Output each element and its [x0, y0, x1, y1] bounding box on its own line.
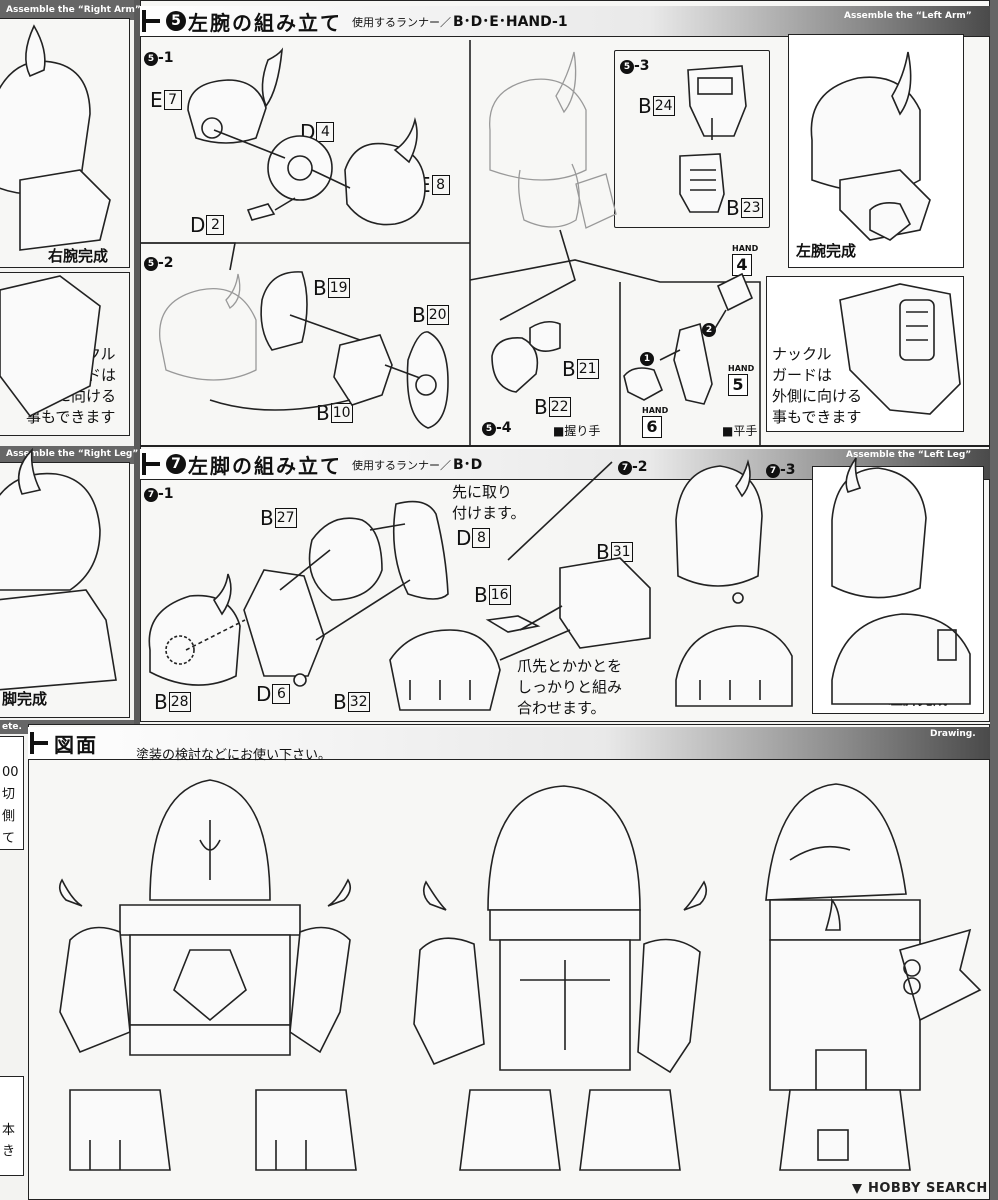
step-mark-icon — [28, 728, 50, 758]
leg-runner-prefix: 使用するランナー／B･D — [352, 457, 483, 473]
en-label-right-leg: Assemble the “Right Leg” — [6, 449, 139, 459]
illus-7-3 — [675, 459, 793, 707]
illus-5-1 — [187, 47, 426, 226]
left-arm-complete-label: 左腕完成 — [796, 242, 857, 260]
arm-header: 5 左腕の組み立て 使用するランナー／B･D･E･HAND-1 — [140, 6, 990, 37]
hand-step-2-icon: 2 — [702, 317, 718, 337]
drawing-title: 図面 — [54, 732, 98, 757]
arm-divider — [140, 40, 471, 446]
d8-note: 先に取り付けます。 — [452, 483, 526, 522]
step-mark-icon — [140, 449, 162, 479]
illus-right-leg-partial — [0, 447, 117, 691]
en-label-drawing: Drawing. — [930, 729, 976, 739]
right-leg-complete-partial: 脚完成 — [2, 690, 48, 708]
substep-5-1: 5-1 — [144, 50, 174, 66]
hand-step-1-icon: 1 — [640, 346, 656, 366]
left-edge-bottom-text: 本き — [2, 1123, 16, 1159]
substep-7-3: 7-3 — [766, 462, 796, 478]
left-dark-strip-mid — [0, 446, 134, 464]
drawing-back-view — [413, 785, 708, 1171]
drawing-side-view — [765, 783, 982, 1171]
substep-5-2: 5-2 — [144, 255, 174, 271]
substep-5-3: 5-3 — [620, 58, 650, 74]
leg-title: 左脚の組み立て — [188, 453, 342, 478]
illus-7-1 — [148, 500, 449, 687]
substep-5-3-inset — [614, 50, 770, 228]
right-dark-strip — [990, 0, 998, 1200]
illus-5-4-arm — [489, 51, 754, 405]
arm-runner-prefix: 使用するランナー／B･D･E･HAND-1 — [352, 14, 568, 30]
leg-runners: B･D — [453, 457, 483, 473]
left-edge-partial-panel — [0, 736, 24, 850]
step-mark-icon — [140, 6, 162, 36]
illus-left-arm-complete — [810, 51, 931, 241]
hobby-search-watermark: HOBBY SEARCH — [868, 1181, 988, 1196]
page-gutter — [134, 0, 140, 1200]
illus-5-2 — [159, 271, 449, 429]
step-number: 7 — [166, 454, 186, 474]
hobby-search-logo-icon — [852, 1184, 862, 1194]
substep-7-2: 7-2 — [618, 459, 648, 475]
arm-runners: B･D･E･HAND-1 — [453, 14, 568, 30]
knuckle-note-right: ナックルガードは外側に向ける事もできます — [772, 345, 863, 426]
flat-hand-label: ■平手 — [722, 424, 758, 438]
illus-right-arm-partial — [0, 24, 111, 418]
illus-left-leg-complete — [831, 457, 971, 705]
en-label-left-leg: Assemble the “Left Leg” — [846, 450, 972, 460]
grip-hand-label: ■握り手 — [553, 424, 601, 438]
right-arm-complete-label: 右腕完成 — [48, 247, 109, 265]
en-label-left-arm: Assemble the “Left Arm” — [844, 11, 972, 21]
arm-5-4-divider — [469, 259, 761, 446]
substep-5-4: 5-4 — [482, 420, 512, 436]
drawing-note: 塗装の検討などにお使い下さい。 — [136, 748, 332, 763]
illus-knuckle-right — [839, 283, 961, 415]
arm-title: 左腕の組み立て — [188, 10, 342, 35]
illus-5-3 — [679, 65, 747, 213]
en-label-right-arm: Assemble the “Right Arm” — [6, 5, 141, 15]
left-dark-strip-top — [0, 0, 134, 20]
illus-7-2 — [389, 461, 651, 711]
drawing-header: 図面 — [28, 727, 990, 760]
step-number: 5 — [166, 11, 186, 31]
drawing-front-view — [58, 779, 357, 1171]
en-label-complete-partial: ete. — [2, 722, 22, 732]
toe-heel-note: 爪先とかかとをしっかりと組み合わせます。 — [517, 657, 623, 717]
left-edge-partial-panel-bottom — [0, 1076, 24, 1176]
substep-7-1: 7-1 — [144, 486, 174, 502]
